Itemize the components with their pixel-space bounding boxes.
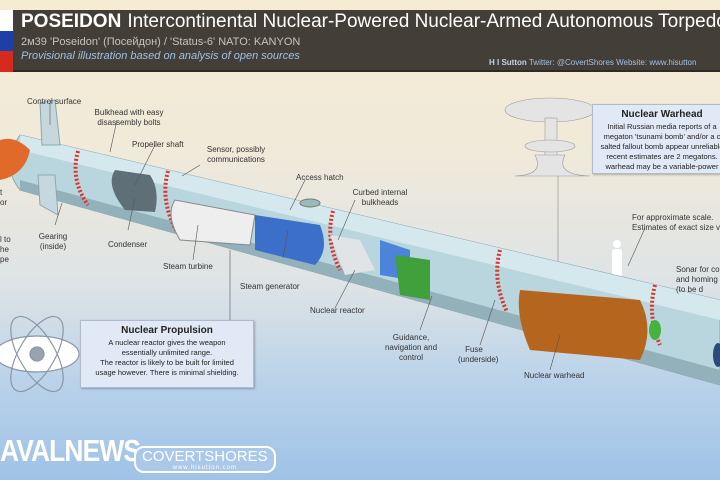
covertshores-text: COVERTSHORES <box>142 448 268 465</box>
russian-flag-icon <box>0 10 13 72</box>
title-rest: Intercontinental Nuclear-Powered Nuclear… <box>127 11 720 32</box>
label-scale: For approximate scale. Estimates of exac… <box>632 213 720 232</box>
label-cut-3: l to <box>0 235 11 244</box>
subtitle: 2м39 'Poseidon' (Посейдон) / 'Status-6' … <box>21 36 301 48</box>
warhead-box-line: warhead may be a variable-power <box>605 162 719 171</box>
label-curbed-bulkheads: Curbed internal bulkheads <box>352 188 408 207</box>
mushroom-cloud-icon <box>504 97 596 348</box>
propulsion-box-title: Nuclear Propulsion <box>121 325 213 336</box>
label-sensor: Sensor, possibly communications <box>206 145 266 164</box>
label-sonar: Sonar for col and homing (to be d <box>676 265 720 294</box>
credit-rest: Twitter: @CovertShores Website: www.hisu… <box>528 58 697 67</box>
navalnews-logo: AVALNEWS <box>0 433 141 468</box>
label-bulkhead: Bulkhead with easy disassembly bolts <box>94 108 164 127</box>
label-condenser: Condenser <box>108 240 148 249</box>
torpedo-body <box>0 99 720 386</box>
label-cut-5: pe <box>0 255 9 264</box>
label-propeller-shaft: Propeller shaft <box>132 140 184 149</box>
credit-name: H I Sutton <box>489 58 527 67</box>
atom-icon <box>0 315 80 393</box>
warhead-box-line: megaton 'tsunami bomb' and/or a c <box>603 132 720 141</box>
warhead-box-line: recent estimates are 2 megatons. <box>606 152 718 161</box>
leader-lines <box>49 103 646 371</box>
label-cut-2: or <box>0 198 8 207</box>
warhead-box-line: salted fallout bomb appear unreliable <box>600 142 720 151</box>
label-nuclear-warhead: Nuclear warhead <box>524 371 585 380</box>
propulsion-box-line: A nuclear reactor gives the weapon <box>108 338 226 347</box>
label-gearing: Gearing (inside) <box>38 232 68 251</box>
nuclear-propulsion-box: Nuclear Propulsion A nuclear reactor giv… <box>80 320 254 388</box>
propulsion-box-line: usage however. There is minimal shieldin… <box>95 368 239 377</box>
covertshores-url: www.hisutton.com <box>172 465 237 471</box>
label-steam-turbine: Steam turbine <box>163 262 213 271</box>
propulsion-box-line: essentially unlimited range. <box>121 348 213 357</box>
title-banner <box>0 10 720 72</box>
label-guidance: Guidance, navigation and control <box>384 333 438 362</box>
warhead-box-line: Initial Russian media reports of a <box>607 122 717 131</box>
label-cut-4: he <box>0 245 9 254</box>
label-steam-generator: Steam generator <box>240 282 300 291</box>
title-bold: POSEIDON <box>21 11 122 32</box>
propulsion-box-line: The reactor is likely to be built for li… <box>100 358 234 367</box>
label-nuclear-reactor: Nuclear reactor <box>310 306 365 315</box>
nuclear-warhead-box: Nuclear Warhead Initial Russian media re… <box>592 104 720 174</box>
label-control-surface: Control surface <box>27 97 82 106</box>
warhead-box-title: Nuclear Warhead <box>621 109 703 120</box>
label-access-hatch: Access hatch <box>296 173 344 182</box>
credit: H I Sutton Twitter: @CovertShores Websit… <box>489 58 696 67</box>
label-fuse: Fuse (underside) <box>458 345 499 364</box>
label-cut-1: t <box>0 188 3 197</box>
provisional-note: Provisional illustration based on analys… <box>21 50 300 62</box>
